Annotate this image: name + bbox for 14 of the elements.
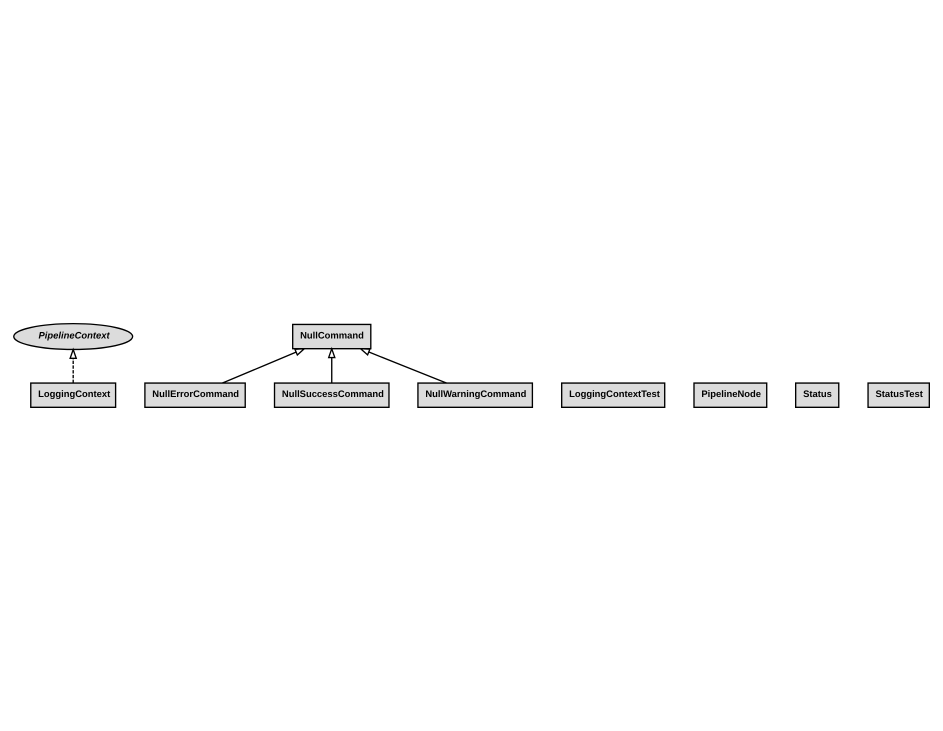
arrow [69, 348, 78, 383]
node-box: LoggingContext [30, 382, 116, 408]
node-box: NullErrorCommand [144, 382, 246, 408]
node-ellipse: PipelineContext [13, 322, 134, 350]
node-box: PipelineNode [693, 382, 768, 408]
arrow [222, 348, 306, 384]
node-box: StatusTest [867, 382, 930, 408]
node-box: NullSuccessCommand [274, 382, 390, 408]
node-box: Status [795, 382, 840, 408]
node-box: NullCommand [292, 324, 372, 350]
node-box: LoggingContextTest [561, 382, 666, 408]
node-box: NullWarningCommand [417, 382, 534, 408]
arrow [358, 348, 447, 384]
arrow [328, 346, 336, 383]
